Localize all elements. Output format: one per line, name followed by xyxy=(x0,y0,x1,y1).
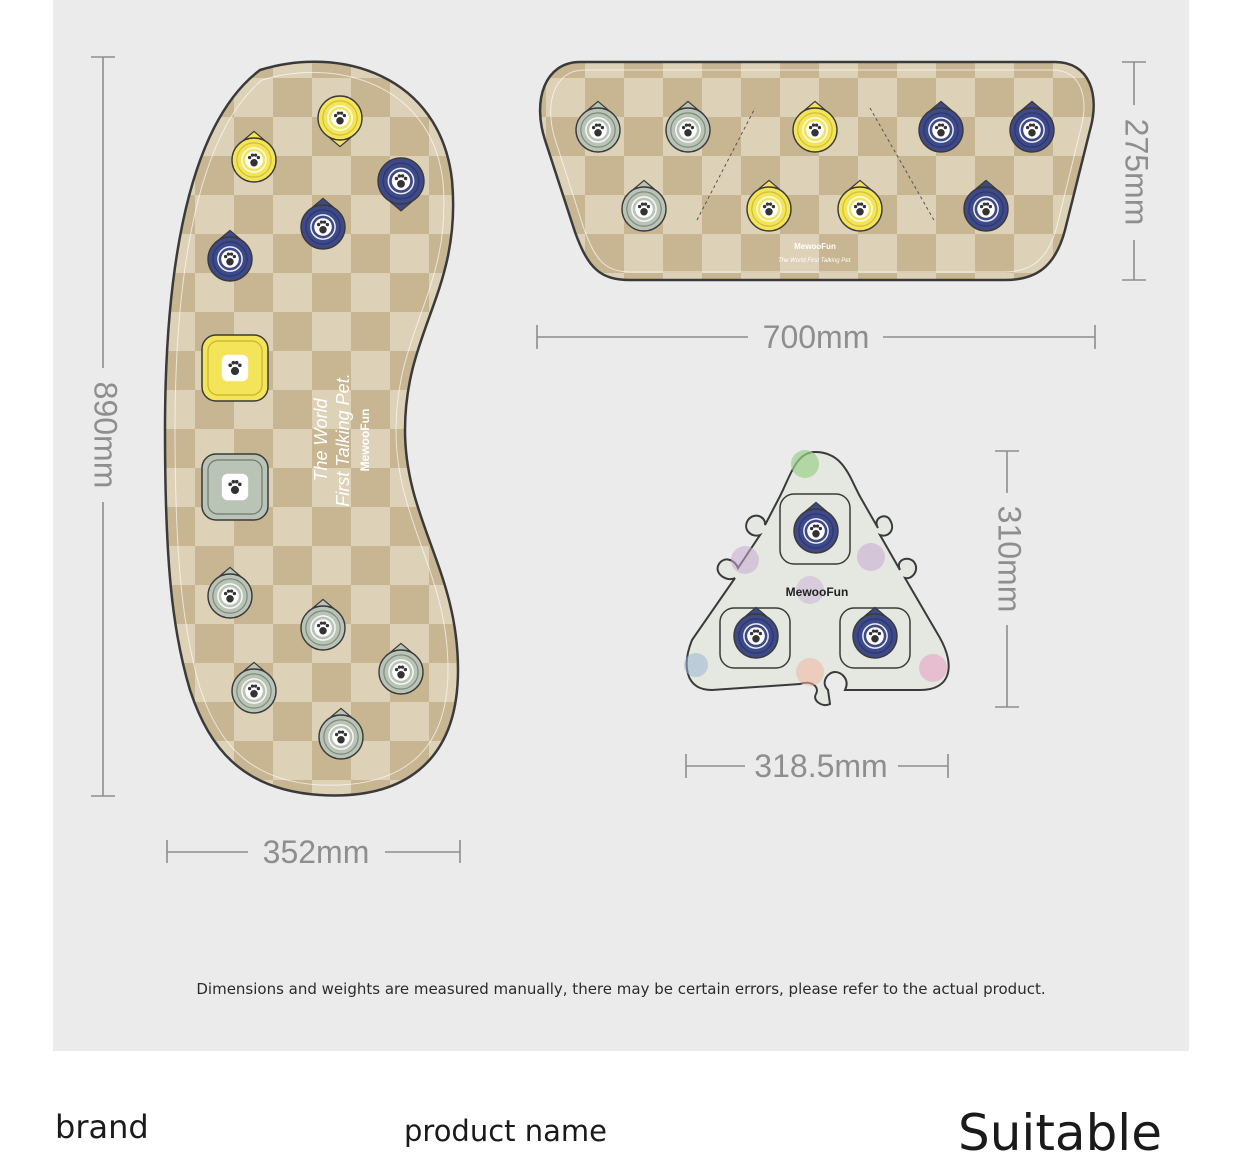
footer-product-name-label: product name xyxy=(404,1114,607,1148)
pet-talk-button xyxy=(300,598,346,651)
pet-talk-button-square xyxy=(201,334,269,402)
trapezoid-height-label: 275mm xyxy=(1119,119,1155,226)
pet-talk-button xyxy=(377,157,425,212)
footer-brand-label: brand xyxy=(55,1108,149,1146)
triangle-width-label: 318.5mm xyxy=(754,748,887,784)
kidney-brand-logo: MewooFun xyxy=(358,409,372,472)
pet-talk-button xyxy=(733,606,779,659)
trapezoid-mat: MewooFun The World First Talking Pet. xyxy=(538,60,1095,282)
disclaimer-note: Dimensions and weights are measured manu… xyxy=(196,980,1045,998)
kidney-buttons xyxy=(201,95,425,760)
pet-talk-button xyxy=(378,642,424,695)
pet-talk-button xyxy=(207,566,253,619)
pet-talk-button-square xyxy=(201,453,269,521)
kidney-mat: The World First Talking Pet. MewooFun xyxy=(163,60,460,797)
pet-talk-button xyxy=(231,661,277,714)
pet-talk-button xyxy=(792,100,838,153)
kidney-tagline-line2: First Talking Pet. xyxy=(333,373,353,506)
pet-talk-button xyxy=(793,501,839,554)
pet-talk-button xyxy=(207,229,253,282)
pet-talk-button xyxy=(1009,100,1055,153)
kidney-width-label: 352mm xyxy=(263,834,370,870)
triangle-brand-logo: MewooFun xyxy=(786,585,849,599)
pet-talk-button xyxy=(963,179,1009,232)
pet-talk-button xyxy=(746,179,792,232)
trapezoid-brand-logo: MewooFun xyxy=(794,242,836,251)
pet-talk-button xyxy=(231,130,277,183)
triangle-height-label: 310mm xyxy=(992,506,1028,613)
pet-talk-button xyxy=(665,100,711,153)
pet-talk-button xyxy=(318,707,364,760)
pet-talk-button xyxy=(300,197,346,250)
trapezoid-buttons xyxy=(575,100,1055,232)
triangle-mat: MewooFun xyxy=(684,450,950,706)
trapezoid-tagline: The World First Talking Pet. xyxy=(778,258,852,264)
pet-talk-button xyxy=(837,179,883,232)
pet-talk-button xyxy=(575,100,621,153)
pet-talk-button xyxy=(317,95,363,148)
pet-talk-button xyxy=(621,179,667,232)
dimension-lines xyxy=(91,56,1146,863)
trapezoid-width-label: 700mm xyxy=(763,319,870,355)
kidney-height-label: 890mm xyxy=(88,382,124,489)
kidney-tagline-line1: The World xyxy=(311,398,331,482)
pet-talk-button xyxy=(852,606,898,659)
footer-suitable-label: Suitable xyxy=(958,1104,1162,1162)
pet-talk-button xyxy=(918,100,964,153)
triangle-buttons xyxy=(733,501,898,659)
